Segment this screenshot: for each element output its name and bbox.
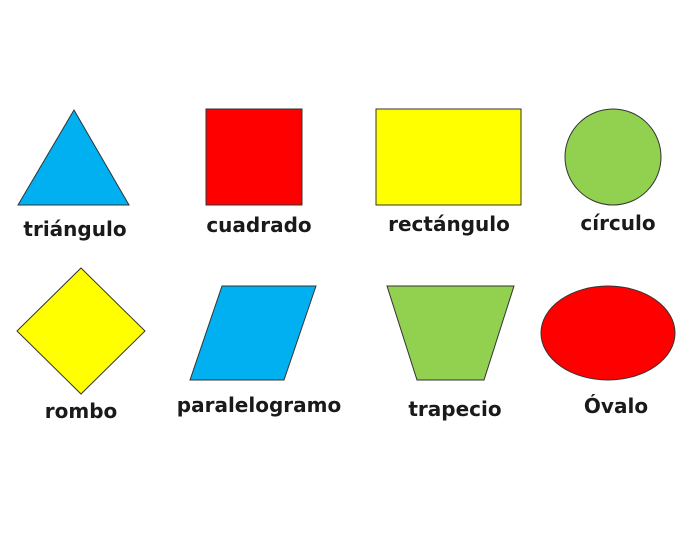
parallelogram-label: paralelogramo [177,393,341,417]
circle-shape [564,108,662,206]
triangle-shape [17,109,130,206]
triangle-label: triángulo [23,217,126,241]
square-label: cuadrado [206,213,311,237]
rectangle-label: rectángulo [388,212,510,236]
oval-shape [540,285,676,381]
rhombus-shape [16,267,146,395]
parallelogram-shape [189,285,317,381]
rhombus-label: rombo [45,399,118,423]
rectangle-shape [375,108,522,206]
oval-label: Óvalo [584,394,648,418]
trapezoid-shape [386,285,515,381]
trapezoid-label: trapecio [408,397,501,421]
square-shape [205,108,303,206]
circle-label: círculo [580,211,655,235]
